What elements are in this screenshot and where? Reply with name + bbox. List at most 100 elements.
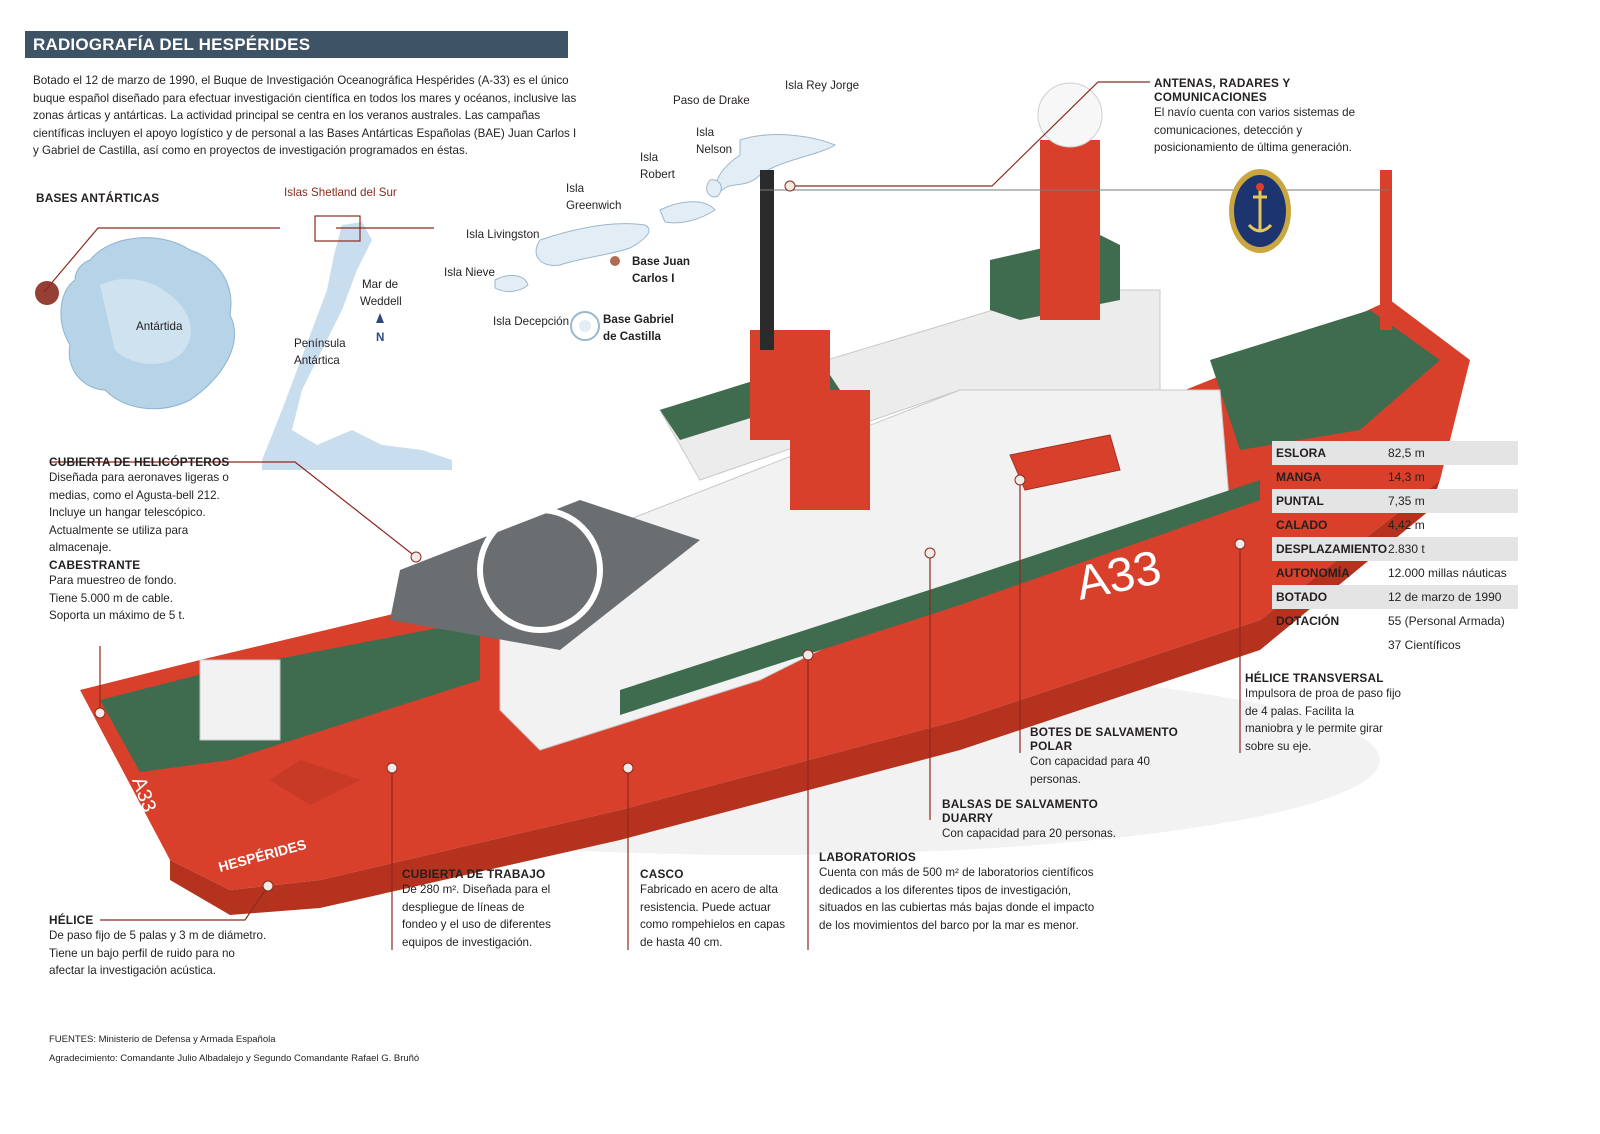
- cabestrante-point: [94, 707, 106, 719]
- spec-label: MANGA: [1276, 470, 1322, 484]
- callout-laboratorios: LABORATORIOS Cuenta con más de 500 m² de…: [819, 850, 1099, 934]
- weddell-label-2: Weddell: [360, 295, 402, 308]
- helice-transversal-title: HÉLICE TRANSVERSAL: [1245, 671, 1384, 685]
- juan-carlos-label-2: Carlos I: [632, 272, 675, 285]
- antenas-text: El navío cuenta con varios sistemas de c…: [1154, 106, 1356, 154]
- helice-transversal-point: [1234, 538, 1246, 550]
- heli-text: Diseñada para aeronaves ligeras o medias…: [49, 471, 229, 554]
- heli-point: [410, 551, 422, 563]
- radar-tower: [1040, 140, 1100, 320]
- laboratorios-point: [802, 649, 814, 661]
- casco-text: Fabricado en acero de alta resistencia. …: [640, 883, 786, 949]
- casco-title: CASCO: [640, 867, 684, 881]
- weddell-label-1: Mar de: [362, 278, 399, 291]
- spec-value: 14,3 m: [1388, 470, 1425, 484]
- cabestrante-title: CABESTRANTE: [49, 558, 141, 572]
- nelson-label-2: Nelson: [696, 143, 733, 156]
- helice-transversal-text: Impulsora de proa de paso fijo de 4 pala…: [1245, 687, 1401, 753]
- robert-label-1: Isla: [640, 151, 659, 164]
- peninsula-label-1: Península: [294, 337, 346, 350]
- page-title: RADIOGRAFÍA DEL HESPÉRIDES: [33, 35, 311, 54]
- bow-deck: [1210, 310, 1440, 450]
- cubierta-trabajo-text: De 280 m². Diseñada para el despliegue d…: [402, 883, 551, 949]
- spec-extra-value: 37 Científicos: [1388, 638, 1461, 652]
- balsas-title: BALSAS DE SALVAMENTO DUARRY: [942, 797, 1099, 825]
- sources: FUENTES: Ministerio de Defensa y Armada …: [49, 1034, 276, 1045]
- north-label: N: [376, 331, 385, 344]
- callout-helice: HÉLICE De paso fijo de 5 palas y 3 m de …: [49, 913, 269, 980]
- robert-label-2: Robert: [640, 168, 675, 181]
- laboratorios-text: Cuenta con más de 500 m² de laboratorios…: [819, 866, 1095, 932]
- helice-text: De paso fijo de 5 palas y 3 m de diámetr…: [49, 929, 267, 977]
- stern-crane: [270, 760, 360, 805]
- work-deck: [100, 620, 480, 772]
- spec-row: PUNTAL 7,35 m: [1272, 489, 1518, 513]
- spec-value: 12.000 millas náuticas: [1388, 566, 1507, 580]
- shetland-label: Islas Shetland del Sur: [284, 186, 397, 199]
- spec-value: 4,42 m: [1388, 518, 1425, 532]
- spec-label: DOTACIÓN: [1276, 614, 1340, 628]
- antartida-label: Antártida: [136, 320, 183, 333]
- nelson-label-1: Isla: [696, 126, 715, 139]
- helideck: [390, 500, 700, 650]
- spec-value: 12 de marzo de 1990: [1388, 590, 1502, 604]
- spec-row: AUTONOMÍA 12.000 millas náuticas: [1272, 561, 1518, 585]
- bow-mast: [1380, 170, 1392, 330]
- spec-value: 82,5 m: [1388, 446, 1425, 460]
- spec-label: ESLORA: [1276, 446, 1327, 460]
- callout-cubierta-trabajo: CUBIERTA DE TRABAJO De 280 m². Diseñada …: [402, 867, 552, 951]
- callout-antenas: ANTENAS, RADARES Y COMUNICACIONES El nav…: [1154, 76, 1364, 157]
- heli-title: CUBIERTA DE HELICÓPTEROS: [49, 455, 230, 469]
- spec-row: ESLORA 82,5 m: [1272, 441, 1518, 465]
- botes-point: [1014, 474, 1026, 486]
- paso-drake-label: Paso de Drake: [673, 94, 750, 107]
- balsas-text: Con capacidad para 20 personas.: [942, 827, 1117, 840]
- peninsula-label-2: Antártica: [294, 354, 340, 367]
- helice-point: [262, 880, 274, 892]
- gabriel-label-2: de Castilla: [603, 330, 661, 343]
- bases-antarticas-title: BASES ANTÁRTICAS: [36, 191, 160, 205]
- nieve-label: Isla Nieve: [444, 266, 495, 279]
- cabestrante-text: Para muestreo de fondo. Tiene 5.000 m de…: [49, 574, 185, 622]
- north-arrow-icon: [376, 313, 384, 323]
- ship-illustration: A33 A33 HESPÉRIDES: [80, 82, 1470, 915]
- title-bar: RADIOGRAFÍA DEL HESPÉRIDES: [25, 31, 568, 58]
- juan-carlos-label-1: Base Juan: [632, 255, 690, 268]
- decepcion-label: Isla Decepción: [493, 315, 570, 328]
- rey-jorge-label: Isla Rey Jorge: [785, 79, 860, 92]
- callout-heli: CUBIERTA DE HELICÓPTEROS Diseñada para a…: [49, 455, 239, 557]
- callout-cabestrante: CABESTRANTE Para muestreo de fondo. Tien…: [49, 558, 199, 625]
- shetland-islands-map: [494, 134, 837, 341]
- intro-paragraph: Botado el 12 de marzo de 1990, el Buque …: [33, 74, 577, 157]
- specs-table: ESLORA 82,5 m MANGA 14,3 m PUNTAL 7,35 m CA…: [1272, 441, 1518, 657]
- antarctica-map: [35, 237, 235, 410]
- spec-row-extra: 37 Científicos: [1272, 633, 1518, 657]
- casco-point: [622, 762, 634, 774]
- spec-value: 7,35 m: [1388, 494, 1425, 508]
- spec-label: DESPLAZAMIENTO: [1276, 542, 1388, 556]
- spec-row: CALADO 4,42 m: [1272, 513, 1518, 537]
- spec-label: CALADO: [1276, 518, 1328, 532]
- callout-balsas: BALSAS DE SALVAMENTO DUARRY Con capacida…: [942, 797, 1132, 843]
- botes-title: BOTES DE SALVAMENTO POLAR: [1030, 725, 1178, 753]
- spec-row: MANGA 14,3 m: [1272, 465, 1518, 489]
- main-mast: [760, 170, 774, 350]
- antenas-title: ANTENAS, RADARES Y COMUNICACIONES: [1154, 76, 1291, 104]
- radome: [1037, 82, 1103, 148]
- callout-helice-transversal: HÉLICE TRANSVERSAL Impulsora de proa de …: [1245, 671, 1405, 755]
- thanks: Agradecimiento: Comandante Julio Albadal…: [49, 1053, 420, 1064]
- spec-label: BOTADO: [1276, 590, 1328, 604]
- gabriel-label-1: Base Gabriel: [603, 313, 674, 326]
- spec-value: 2.830 t: [1388, 542, 1425, 556]
- spec-label: PUNTAL: [1276, 494, 1324, 508]
- helice-title: HÉLICE: [49, 913, 94, 927]
- spec-label: AUTONOMÍA: [1276, 566, 1350, 580]
- callout-casco: CASCO Fabricado en acero de alta resiste…: [640, 867, 800, 951]
- spec-row: BOTADO 12 de marzo de 1990: [1272, 585, 1518, 609]
- callout-botes: BOTES DE SALVAMENTO POLAR Con capacidad …: [1030, 725, 1200, 788]
- cubierta-trabajo-title: CUBIERTA DE TRABAJO: [402, 867, 546, 881]
- laboratorios-title: LABORATORIOS: [819, 850, 916, 864]
